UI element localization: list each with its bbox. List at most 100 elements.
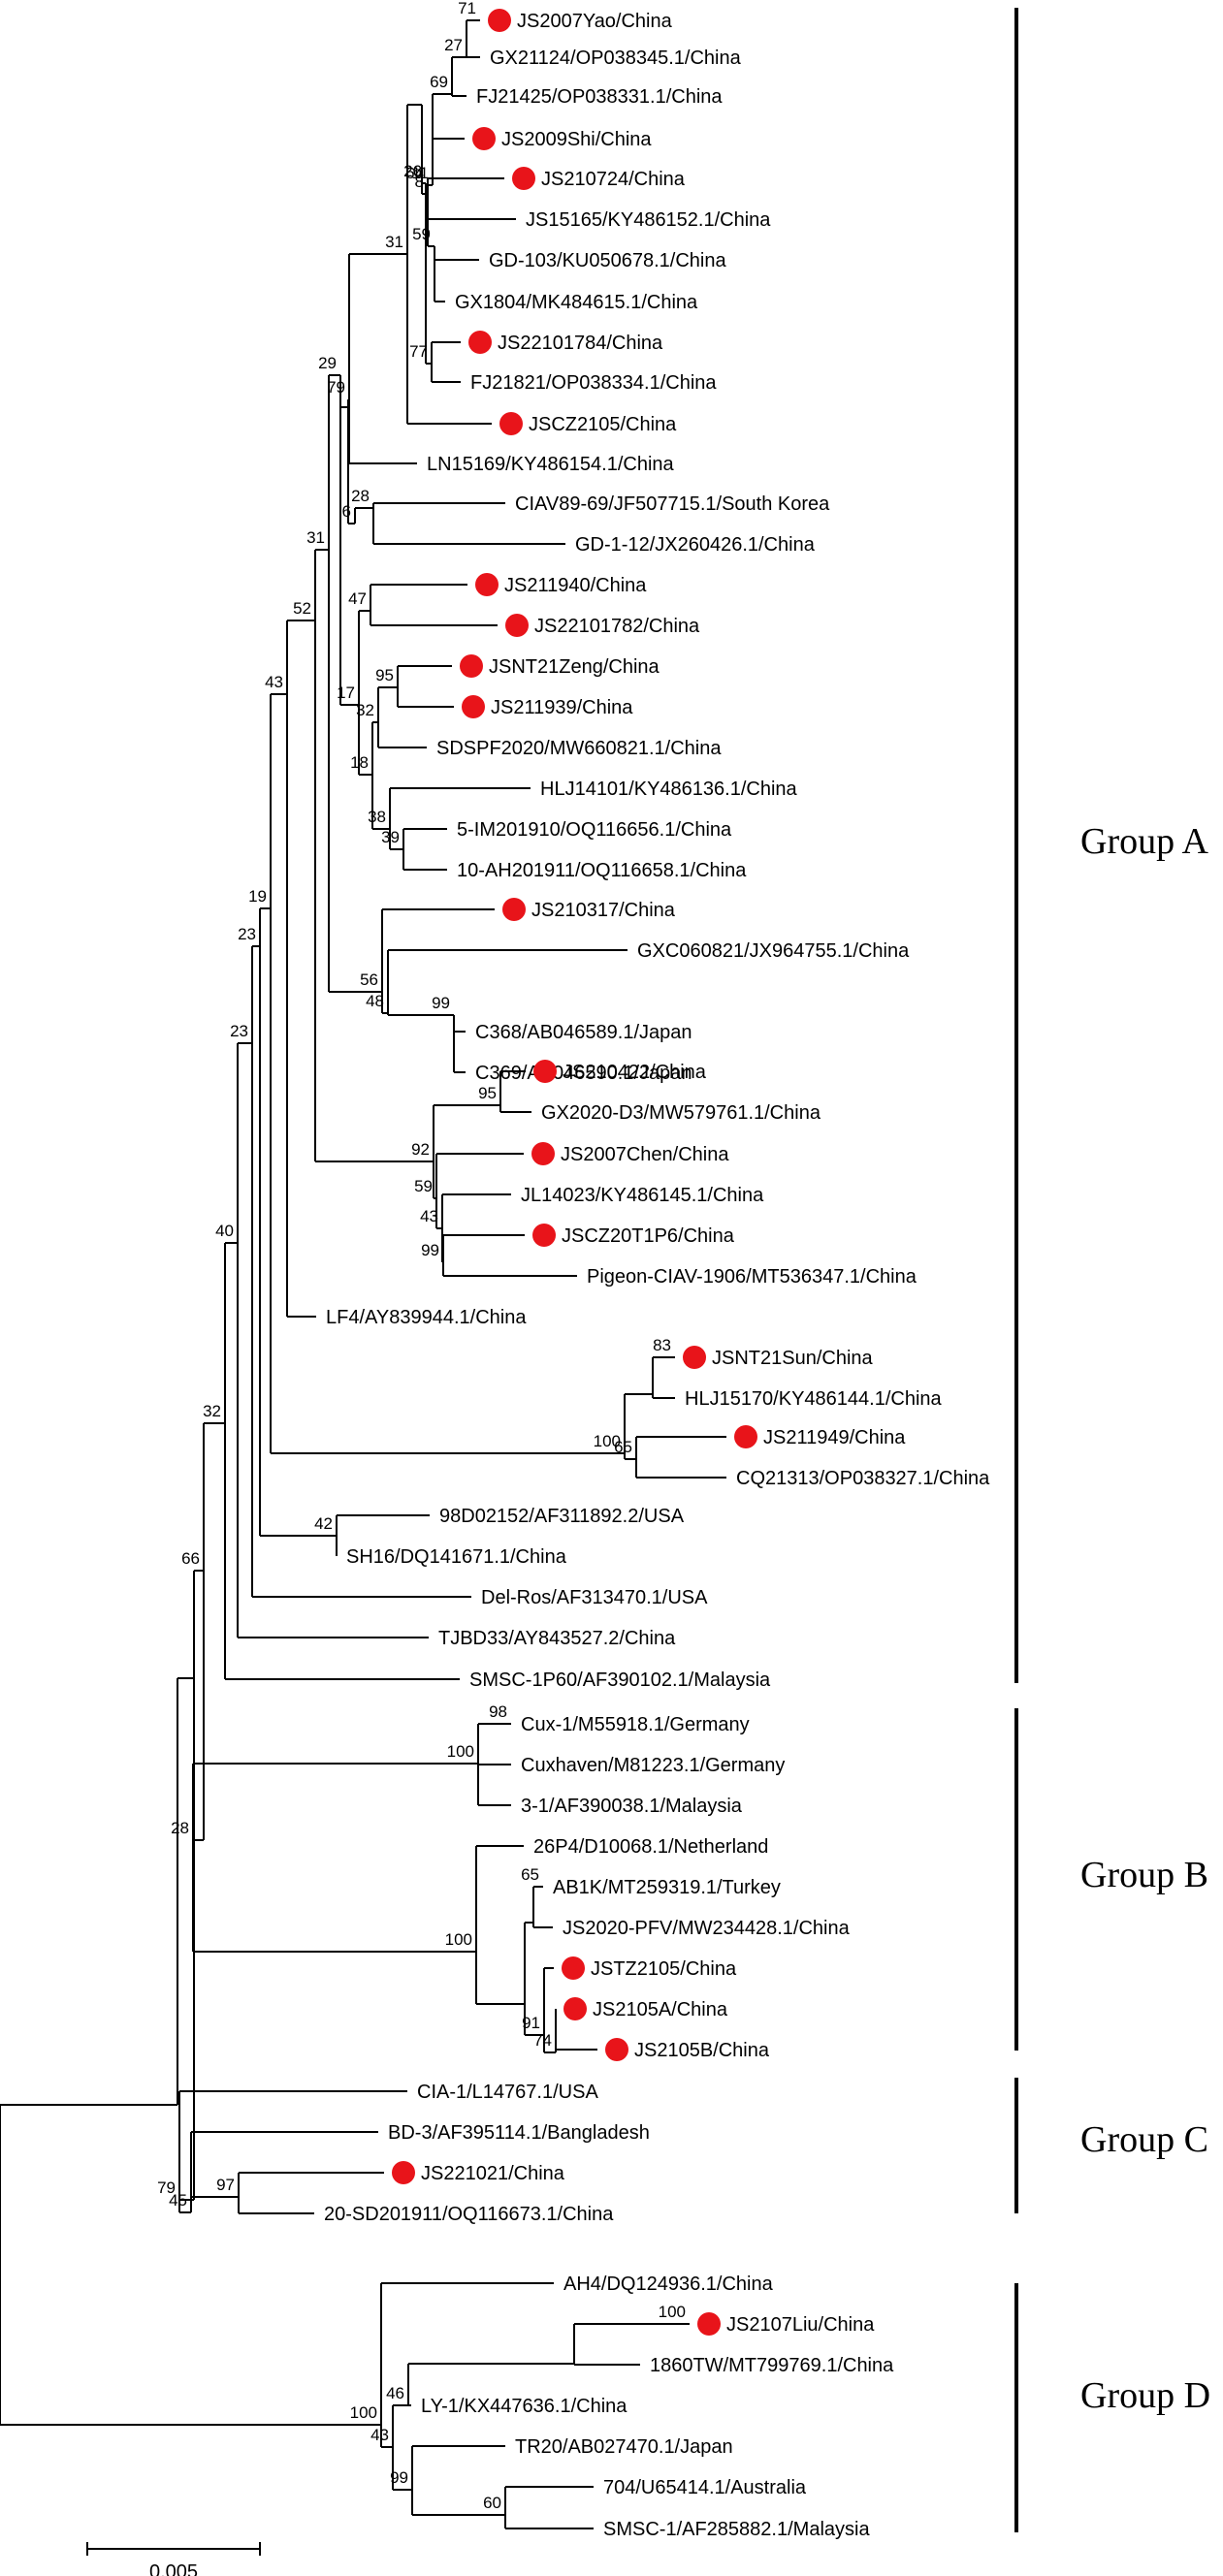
leaf-label: JSCZ2105/China [529, 414, 677, 435]
bootstrap-value: 83 [653, 1336, 671, 1354]
group-label: Group A [1080, 821, 1209, 862]
bootstrap-value: 64 [405, 164, 424, 182]
bootstrap-value: 8 [415, 173, 424, 191]
tree-labels: 6632402323194352312979318116927JS2007Yao… [157, 0, 990, 2540]
leaf-label: JS2105A/China [593, 1999, 728, 2020]
bootstrap-value: 19 [248, 887, 267, 906]
leaf-label: SH16/DQ141671.1/China [346, 1546, 567, 1568]
leaf-label: C369/AB046590.1/Japan [475, 1063, 692, 1084]
leaf-label: GX21124/OP038345.1/China [490, 48, 742, 69]
sample-marker-dot [488, 9, 511, 32]
bootstrap-value: 39 [381, 828, 400, 846]
leaf-label: JL14023/KY486145.1/China [521, 1185, 764, 1206]
bootstrap-value: 60 [483, 2494, 501, 2512]
bootstrap-value: 17 [337, 684, 355, 702]
leaf-label: JS210724/China [541, 169, 686, 190]
bootstrap-value: 100 [350, 2403, 377, 2422]
leaf-label: JS22101784/China [498, 333, 663, 354]
leaf-label: SMSC-1/AF285882.1/Malaysia [603, 2519, 870, 2540]
bootstrap-value: 48 [366, 992, 384, 1010]
bootstrap-value: 18 [350, 753, 369, 772]
bootstrap-value: 56 [360, 970, 378, 989]
leaf-label: CIAV89-69/JF507715.1/South Korea [515, 493, 830, 515]
bootstrap-value: 27 [444, 36, 463, 54]
leaf-label: 20-SD201911/OQ116673.1/China [324, 2204, 614, 2225]
sample-marker-dot [468, 331, 492, 354]
leaf-label: HLJ14101/KY486136.1/China [540, 779, 798, 800]
sample-marker-dot [505, 614, 529, 637]
bootstrap-value: 28 [171, 1819, 189, 1837]
leaf-label: JS210422/China [563, 1062, 707, 1083]
leaf-label: AB1K/MT259319.1/Turkey [553, 1877, 781, 1898]
bootstrap-value: 95 [478, 1084, 497, 1102]
bootstrap-value: 99 [421, 1241, 439, 1259]
bootstrap-value: 65 [521, 1865, 539, 1884]
sample-marker-dot [532, 1224, 556, 1247]
leaf-label: TJBD33/AY843527.2/China [438, 1628, 676, 1649]
leaf-label: JS2009Shi/China [501, 129, 652, 150]
bootstrap-value: 42 [314, 1514, 333, 1533]
leaf-label: JS2007Chen/China [561, 1144, 729, 1165]
bootstrap-value: 100 [445, 1930, 472, 1949]
bootstrap-value: 43 [370, 2426, 389, 2444]
bootstrap-value: 99 [432, 994, 450, 1012]
leaf-label: LN15169/KY486154.1/China [427, 454, 675, 475]
bootstrap-value: 6 [342, 502, 351, 521]
leaf-label: JSNT21Sun/China [712, 1348, 874, 1369]
leaf-label: JS22101782/China [534, 616, 700, 637]
bootstrap-value: 66 [181, 1549, 200, 1568]
bootstrap-value: 23 [230, 1022, 248, 1040]
leaf-label: GD-1-12/JX260426.1/China [575, 534, 816, 556]
bootstrap-value: 79 [157, 2178, 176, 2197]
sample-marker-dot [460, 654, 483, 678]
leaf-label: BD-3/AF395114.1/Bangladesh [388, 2122, 650, 2144]
bootstrap-value: 100 [594, 1432, 621, 1450]
bootstrap-value: 92 [411, 1140, 430, 1159]
bootstrap-value: 40 [215, 1222, 234, 1240]
bootstrap-value: 100 [447, 1742, 474, 1761]
group-label: Group B [1080, 1855, 1208, 1895]
leaf-label: JS2020-PFV/MW234428.1/China [563, 1918, 851, 1939]
bootstrap-value: 99 [390, 2468, 408, 2487]
bootstrap-value: 97 [216, 2176, 235, 2194]
bootstrap-value: 71 [458, 0, 476, 17]
leaf-label: JS2105B/China [634, 2040, 770, 2061]
leaf-label: JS15165/KY486152.1/China [526, 209, 771, 231]
leaf-label: AH4/DQ124936.1/China [563, 2274, 774, 2295]
leaf-label: 704/U65414.1/Australia [603, 2477, 807, 2498]
bootstrap-value: 45 [169, 2191, 187, 2210]
leaf-label: GX2020-D3/MW579761.1/China [541, 1102, 821, 1124]
bootstrap-value: 69 [430, 73, 448, 91]
leaf-label: JSNT21Zeng/China [489, 656, 660, 678]
leaf-label: SMSC-1P60/AF390102.1/Malaysia [469, 1670, 771, 1691]
leaf-label: GX1804/MK484615.1/China [455, 292, 698, 313]
bootstrap-value: 23 [238, 925, 256, 943]
leaf-label: JS211939/China [491, 697, 633, 718]
bootstrap-value: 95 [375, 666, 394, 684]
leaf-label: 26P4/D10068.1/Netherland [533, 1836, 768, 1858]
bootstrap-value: 59 [412, 225, 431, 243]
leaf-label: GD-103/KU050678.1/China [489, 250, 726, 271]
leaf-label: JS210317/China [531, 900, 676, 921]
sample-marker-dot [512, 167, 535, 190]
leaf-label: JSTZ2105/China [591, 1958, 737, 1980]
bootstrap-value: 43 [420, 1207, 438, 1225]
leaf-label: Cuxhaven/M81223.1/Germany [521, 1755, 785, 1776]
leaf-label: JS211949/China [763, 1427, 906, 1448]
leaf-label: FJ21821/OP038334.1/China [470, 372, 717, 394]
sample-marker-dot [605, 2038, 628, 2061]
sample-marker-dot [462, 695, 485, 718]
sample-marker-dot [472, 127, 496, 150]
bootstrap-value: 52 [293, 599, 311, 618]
leaf-label: 98D02152/AF311892.2/USA [439, 1506, 685, 1527]
bootstrap-value: 38 [368, 808, 386, 826]
leaf-label: JS221021/China [421, 2163, 565, 2184]
leaf-label: 3-1/AF390038.1/Malaysia [521, 1796, 743, 1817]
bootstrap-value: 74 [533, 2031, 552, 2050]
sample-marker-dot [392, 2161, 415, 2184]
leaf-label: 5-IM201910/OQ116656.1/China [457, 819, 732, 841]
sample-marker-dot [533, 1060, 557, 1083]
sample-marker-dot [734, 1425, 757, 1448]
bootstrap-value: 32 [203, 1402, 221, 1420]
